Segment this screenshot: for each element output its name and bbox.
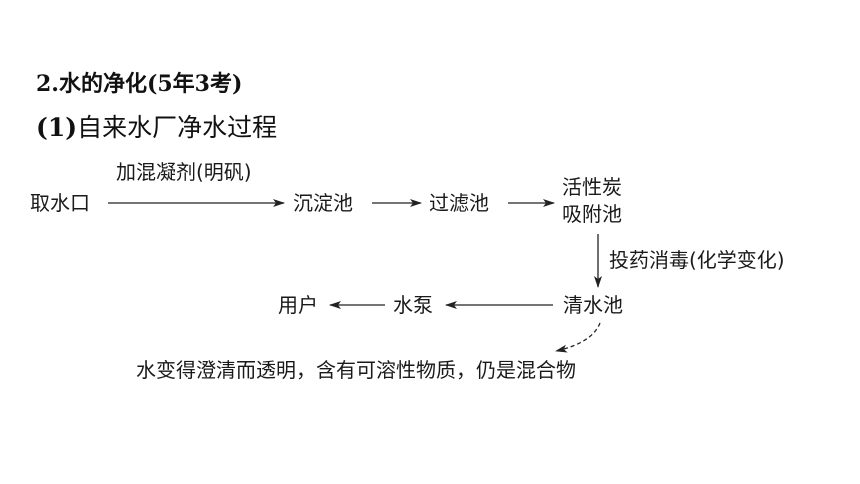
- coagulant-label: 加混凝剂(明矾): [116, 160, 252, 184]
- node-adsorption-line-1: 活性炭: [562, 175, 622, 199]
- node-adsorption-line-2: 吸附池: [562, 202, 622, 226]
- node-filtration: 过滤池: [429, 191, 489, 215]
- node-user: 用户: [278, 293, 318, 317]
- subsection-text: 自来水厂净水过程: [77, 113, 278, 142]
- node-pump: 水泵: [393, 293, 433, 317]
- node-adsorption: 活性炭 吸附池: [562, 174, 622, 228]
- subsection-title: (1)自来水厂净水过程: [36, 108, 277, 144]
- subsection-number: (1): [36, 113, 78, 142]
- arrow-clear-water-to-conclusion: [555, 322, 601, 353]
- node-clear-water: 清水池: [563, 293, 623, 317]
- section-title: 2.水的净化(5年3考): [36, 71, 243, 97]
- node-intake: 取水口: [30, 191, 90, 215]
- disinfection-label: 投药消毒(化学变化): [609, 248, 785, 272]
- conclusion-text: 水变得澄清而透明，含有可溶性物质，仍是混合物: [136, 358, 576, 382]
- node-sedimentation: 沉淀池: [293, 191, 353, 215]
